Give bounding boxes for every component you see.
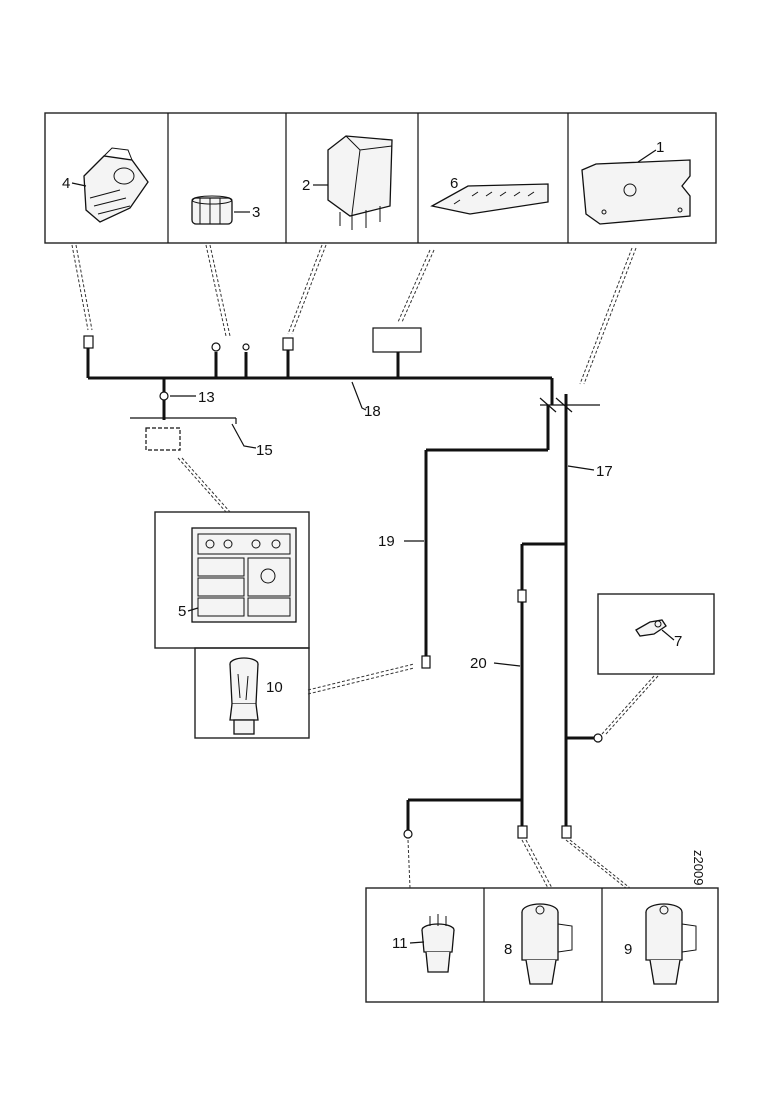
pump-icon (521, 903, 573, 985)
harness-18-label: 18 (364, 403, 381, 420)
part-2-label: 2 (302, 177, 310, 194)
harness-20-label: 20 (470, 655, 487, 672)
part-10-label: 10 (266, 679, 283, 696)
connector-icon (191, 195, 233, 225)
top-component-panel (44, 112, 717, 244)
part-7-box (597, 593, 715, 675)
harness-17-label: 17 (596, 463, 613, 480)
part-9-label: 9 (624, 941, 632, 958)
instrument-panel-icon (191, 527, 297, 623)
harness-15-label: 15 (256, 442, 273, 459)
main-harness (83, 327, 554, 420)
clip-icon (635, 619, 667, 637)
drawing-code: z2009 (691, 850, 706, 885)
bottom-component-panel (365, 887, 719, 1003)
sender-icon (421, 914, 455, 973)
harness-13-branch (130, 391, 237, 451)
switch-icon (83, 147, 149, 223)
pump-icon-2 (645, 903, 697, 985)
harness-19-label: 19 (378, 533, 395, 550)
part-4-label: 4 (62, 175, 70, 192)
bracket-plate-icon (581, 159, 691, 225)
part-6-label: 6 (450, 175, 458, 192)
terminal-strip-mount-box (372, 327, 422, 353)
harness-19 (421, 450, 431, 669)
harness-13-label: 13 (198, 389, 215, 406)
harness-junction (426, 394, 600, 826)
terminal-strip-icon (430, 183, 549, 215)
part-10-box (194, 647, 310, 739)
part-5-label: 5 (178, 603, 186, 620)
relay-icon (327, 135, 393, 230)
harness-20 (403, 542, 603, 839)
part-11-label: 11 (392, 935, 408, 952)
level-sensor-icon (229, 657, 259, 735)
part-8-label: 8 (504, 941, 512, 958)
part-7-label: 7 (674, 633, 682, 650)
part-1-label: 1 (656, 139, 664, 156)
part-3-label: 3 (252, 204, 260, 221)
